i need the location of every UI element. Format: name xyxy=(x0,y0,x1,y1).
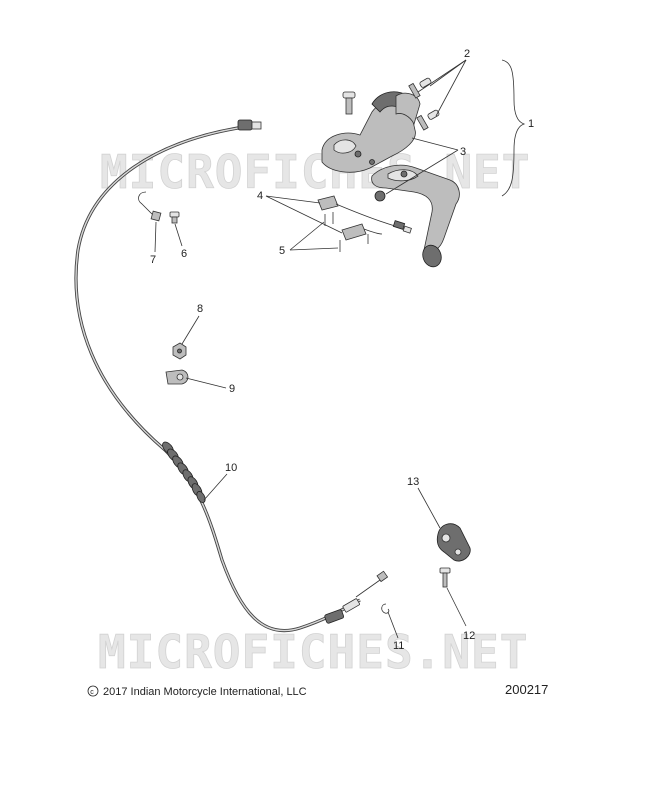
copyright-icon: c xyxy=(87,685,99,697)
callout-3: 3 xyxy=(460,146,466,158)
footer: c 2017 Indian Motorcycle International, … xyxy=(87,682,548,698)
watermark-bottom: MICROFICHES.NET xyxy=(98,625,528,679)
callout-13: 13 xyxy=(407,476,419,488)
clutch-switch xyxy=(317,195,412,252)
callout-8: 8 xyxy=(197,303,203,315)
copyright-text: 2017 Indian Motorcycle International, LL… xyxy=(103,686,307,698)
callout-2: 2 xyxy=(464,48,470,60)
clutch-cable xyxy=(74,119,389,633)
hex-nut xyxy=(172,342,187,360)
release-arm xyxy=(436,523,471,562)
mount-bolt xyxy=(169,211,180,224)
svg-text:c: c xyxy=(90,689,94,696)
callout-5: 5 xyxy=(279,245,285,257)
clutch-lever-assembly xyxy=(321,77,460,268)
cable-lower-end xyxy=(324,570,389,624)
callout-4: 4 xyxy=(257,190,263,202)
release-bolt xyxy=(439,567,451,588)
clamp-bolts xyxy=(342,77,440,131)
callout-10: 10 xyxy=(225,462,237,474)
callout-12: 12 xyxy=(463,630,475,642)
callout-9: 9 xyxy=(229,383,235,395)
e-clip xyxy=(381,603,390,614)
leader-lines xyxy=(154,59,526,639)
callout-11: 11 xyxy=(393,640,404,652)
cable-clamp xyxy=(165,369,189,385)
diagram-id: 200217 xyxy=(505,682,548,697)
callout-6: 6 xyxy=(181,248,187,260)
callout-1: 1 xyxy=(528,118,534,130)
callout-7: 7 xyxy=(150,254,156,266)
wire-clip xyxy=(138,191,162,222)
cable-boot xyxy=(162,441,206,503)
callout-numbers: 1 2 3 4 5 6 7 8 9 10 11 12 13 xyxy=(150,48,534,652)
watermark-top: MICROFICHES.NET xyxy=(100,145,530,199)
